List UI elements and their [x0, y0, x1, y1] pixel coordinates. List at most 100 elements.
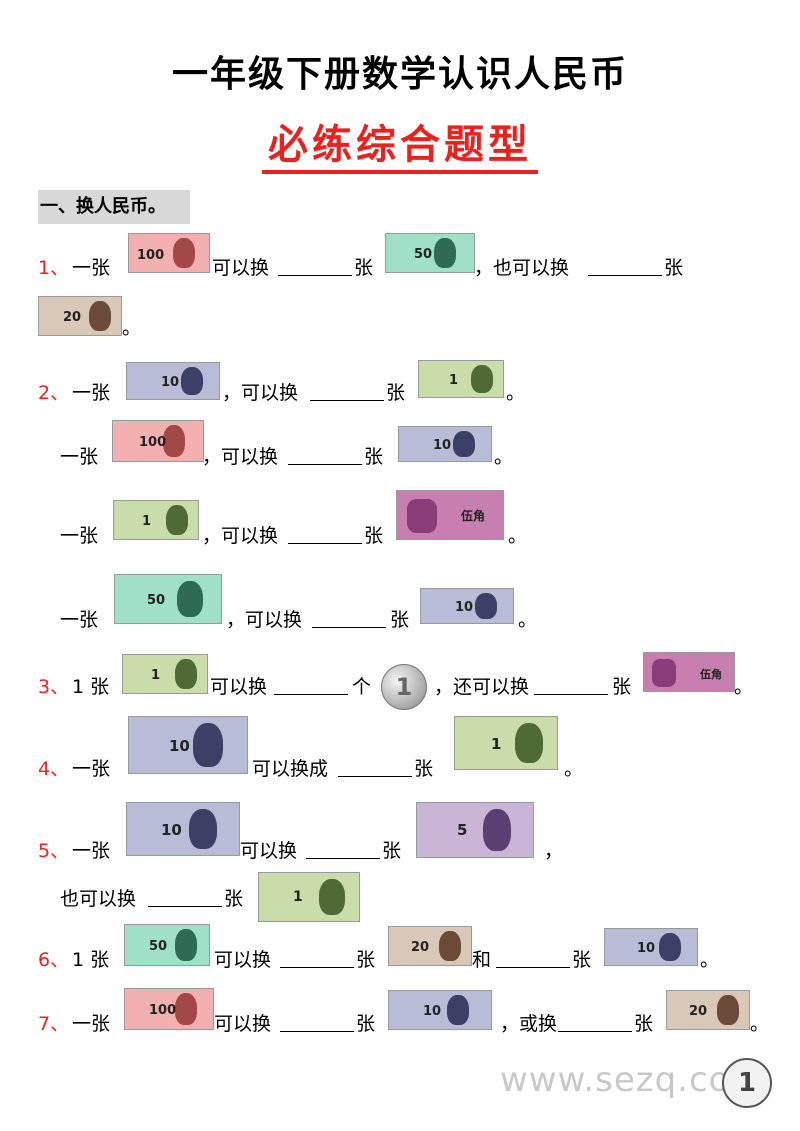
text-one-sheet: 1 张: [72, 949, 110, 971]
watermark-url: www.sezq.co: [500, 1060, 731, 1100]
answer-blank[interactable]: [312, 605, 386, 628]
text-piece: 个: [352, 676, 372, 698]
banknote-5-icon: 5: [416, 802, 534, 858]
text-period: 。: [734, 676, 754, 698]
answer-blank[interactable]: [274, 672, 348, 695]
page-subtitle: 必练综合题型: [0, 112, 800, 174]
text-sheet: 张: [612, 676, 632, 698]
banknote-5jiao-icon: 伍角: [643, 652, 735, 692]
question-2: 2、 一张 ，可以换 张 。: [38, 378, 738, 408]
question-number: 4、: [38, 758, 70, 780]
text-sheet: 张: [634, 1013, 654, 1035]
answer-blank[interactable]: [310, 378, 384, 401]
banknote-1-icon: 1: [454, 716, 558, 770]
text-one-sheet: 一张: [60, 525, 99, 547]
question-2b: 一张 ，可以换 张 。: [60, 442, 760, 472]
text-sheet: 张: [356, 949, 376, 971]
text-one-sheet: 一张: [60, 609, 99, 631]
text-can-exchange: 可以换: [214, 1013, 272, 1035]
text-one-sheet: 1 张: [72, 676, 110, 698]
answer-blank[interactable]: [148, 884, 222, 907]
subtitle-text: 必练综合题型: [262, 122, 538, 174]
text-and: 和: [472, 949, 492, 971]
banknote-1-icon: 1: [258, 872, 360, 922]
answer-blank[interactable]: [288, 442, 362, 465]
answer-blank[interactable]: [288, 521, 362, 544]
question-number: 7、: [38, 1013, 70, 1035]
banknote-50-icon: 50: [124, 924, 210, 966]
section-heading: 一、换人民币。: [38, 190, 190, 224]
banknote-5jiao-icon: 伍角: [396, 490, 504, 540]
banknote-10-icon: 10: [388, 990, 492, 1030]
banknote-100-icon: 100: [112, 420, 204, 462]
banknote-10-icon: 10: [128, 716, 248, 774]
text-period: 。: [494, 446, 514, 468]
text-can-exchange-into: 可以换成: [252, 758, 329, 780]
question-5b: 也可以换 张: [60, 884, 760, 914]
text-sheet: 张: [354, 257, 374, 279]
question-6: 6、 1 张 可以换 张 和 张 。: [38, 945, 768, 975]
banknote-10-icon: 10: [420, 588, 514, 624]
text-one-sheet: 一张: [72, 1013, 111, 1035]
text-can-exchange: 可以换: [240, 840, 298, 862]
text-one-sheet: 一张: [72, 382, 111, 404]
text-one-sheet: 一张: [60, 446, 99, 468]
answer-blank[interactable]: [558, 1009, 632, 1032]
banknote-20-icon: 20: [388, 926, 472, 966]
text-period: 。: [506, 382, 526, 404]
banknote-1-icon: 1: [113, 500, 199, 540]
answer-blank[interactable]: [280, 945, 354, 968]
banknote-10-icon: 10: [126, 362, 220, 400]
text-can-exchange: 可以换: [214, 949, 272, 971]
text-sheet: 张: [572, 949, 592, 971]
text-one-sheet: 一张: [72, 257, 111, 279]
text-one-sheet: 一张: [72, 840, 111, 862]
text-sheet: 张: [386, 382, 406, 404]
text-can-exchange: ，可以换: [226, 609, 303, 631]
text-also-can-exchange: ，也可以换: [474, 257, 570, 279]
text-can-exchange: ，可以换: [202, 525, 279, 547]
answer-blank[interactable]: [338, 754, 412, 777]
answer-blank[interactable]: [306, 836, 380, 859]
answer-blank[interactable]: [278, 253, 352, 276]
banknote-10-icon: 10: [126, 802, 240, 856]
text-or-exchange: ，或换: [500, 1013, 558, 1035]
text-period: 。: [518, 609, 538, 631]
question-4: 4、 一张 可以换成 张 。: [38, 754, 738, 784]
text-sheet: 张: [364, 446, 384, 468]
text-can-exchange: ，可以换: [202, 446, 279, 468]
text-sheet: 张: [664, 257, 684, 279]
banknote-20-icon: 20: [38, 296, 122, 336]
question-2d: 一张 ，可以换 张 。: [60, 605, 760, 635]
question-7: 7、 一张 可以换 张 ，或换 张 。: [38, 1009, 770, 1039]
text-also-can-exchange: 也可以换: [60, 888, 137, 910]
question-number: 2、: [38, 382, 70, 404]
banknote-10-icon: 10: [398, 426, 492, 462]
question-1: 1、 一张 可以换 张 ，也可以换 张: [38, 253, 738, 283]
banknote-50-icon: 50: [114, 574, 222, 624]
page-title: 一年级下册数学认识人民币: [171, 54, 628, 95]
question-number: 3、: [38, 676, 70, 698]
question-3: 3、 1 张 可以换 个 ，还可以换 张 。: [38, 672, 758, 702]
question-2c: 一张 ，可以换 张 。: [60, 521, 760, 551]
answer-blank[interactable]: [534, 672, 608, 695]
text-period: 。: [508, 525, 528, 547]
text-can-exchange: 可以换: [212, 257, 270, 279]
answer-blank[interactable]: [280, 1009, 354, 1032]
text-still-can-exchange: ，还可以换: [434, 676, 530, 698]
text-can-exchange: 可以换: [210, 676, 268, 698]
banknote-50-icon: 50: [385, 233, 475, 273]
text-period: 。: [750, 1013, 770, 1035]
text-sheet: 张: [390, 609, 410, 631]
banknote-10-icon: 10: [604, 928, 698, 966]
banknote-20-icon: 20: [666, 990, 750, 1030]
banknote-1-icon: 1: [122, 654, 208, 694]
question-5: 5、 一张 可以换 张 ，: [38, 836, 738, 866]
answer-blank[interactable]: [496, 945, 570, 968]
text-sheet: 张: [414, 758, 434, 780]
seal-stamp-icon: 1: [722, 1058, 772, 1108]
answer-blank[interactable]: [588, 253, 662, 276]
text-sheet: 张: [382, 840, 402, 862]
banknote-1-icon: 1: [418, 360, 504, 398]
text-can-exchange: ，可以换: [222, 382, 299, 404]
